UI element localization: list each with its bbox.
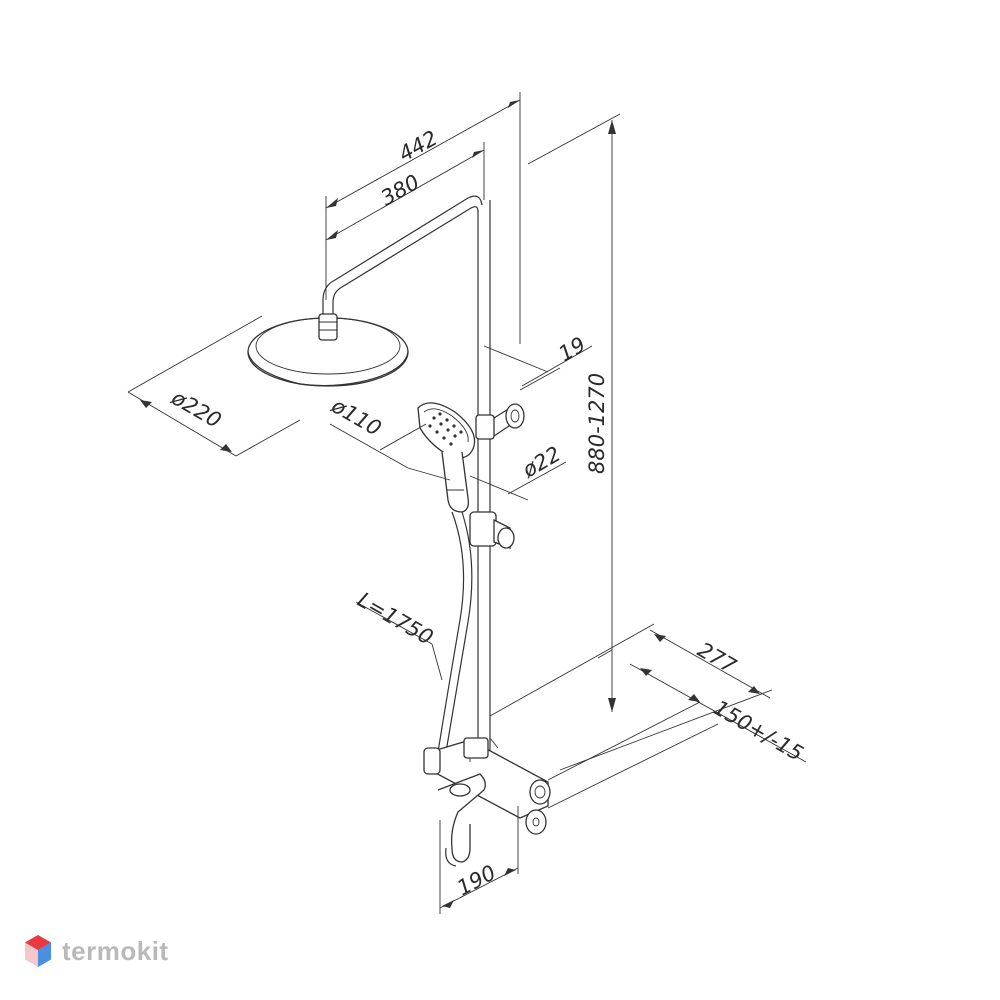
brand-watermark: termokit <box>24 934 169 968</box>
dim-inlet-spacing-label: 150+/-15 <box>710 696 808 766</box>
brand-name: termokit <box>62 935 169 966</box>
thermostatic-mixer <box>423 737 551 867</box>
hand-shower <box>417 402 476 513</box>
dim-head-diameter-label: ø220 <box>167 385 226 433</box>
dim-hand-shower-diameter-label: ø110 <box>327 393 386 441</box>
shower-arm <box>322 195 483 314</box>
dim-442-label: 442 <box>395 126 442 166</box>
hexagon-logo-icon <box>25 935 51 967</box>
dim-spout-length-label: 190 <box>453 860 500 900</box>
dim-wall-gap-label: 19 <box>555 332 590 366</box>
overhead-shower-head <box>247 313 409 387</box>
shower-hose <box>437 511 473 753</box>
dim-rail-diameter-label: ø22 <box>518 442 565 483</box>
shower-rail <box>469 200 525 760</box>
dimension-lines <box>127 92 807 914</box>
dim-hose-length-label: L=1750 <box>354 588 438 650</box>
dim-height-range-label: 880-1270 <box>585 373 609 474</box>
dim-depth-label: 277 <box>694 638 741 679</box>
